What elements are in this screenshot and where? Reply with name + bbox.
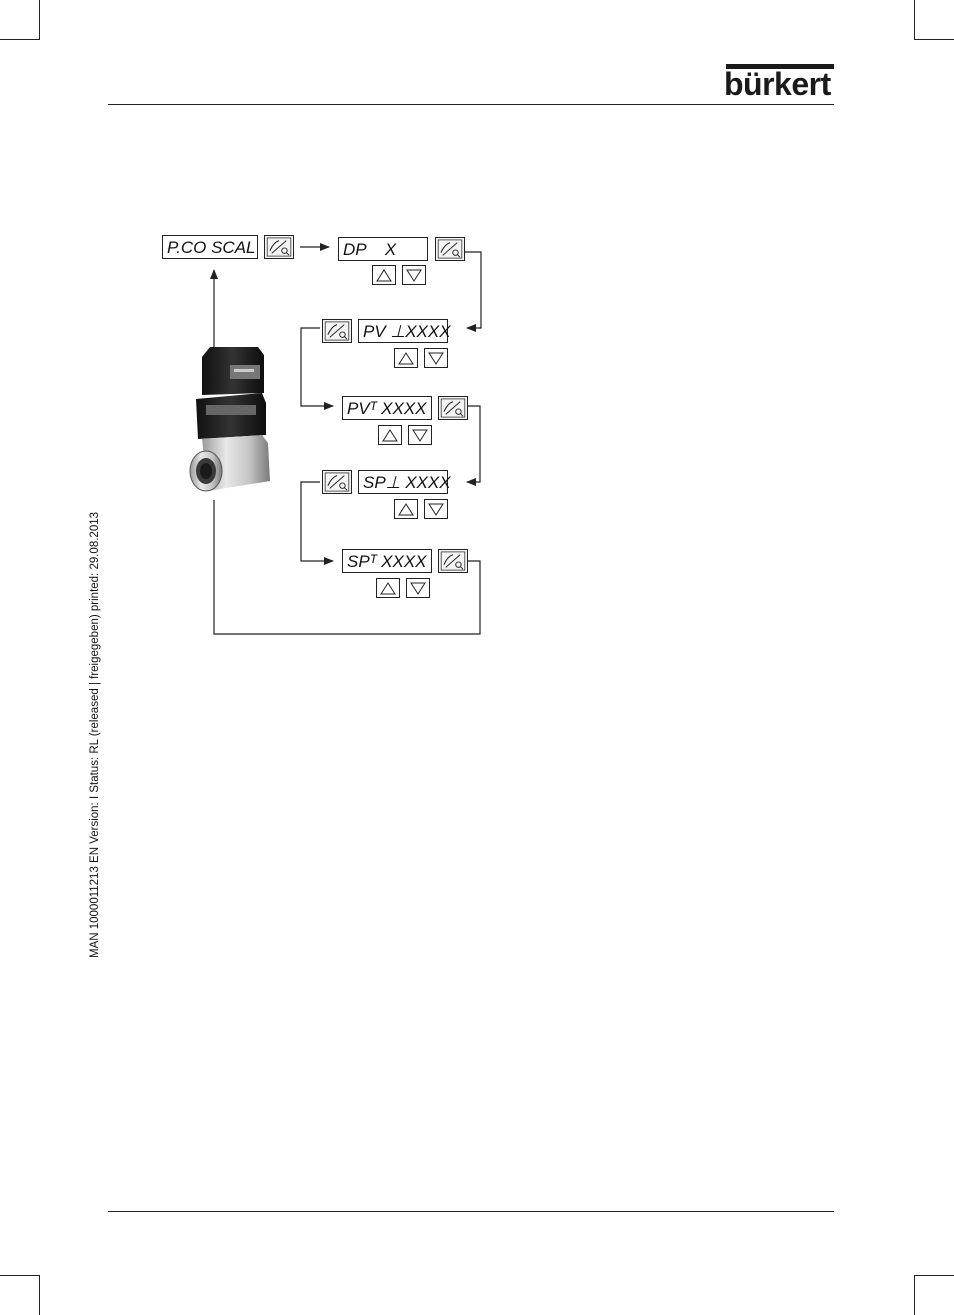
triangle-up-icon[interactable] bbox=[378, 425, 402, 445]
flow-transmitter-image bbox=[188, 343, 272, 498]
triangle-up-icon[interactable] bbox=[394, 499, 418, 519]
enter-key-icon[interactable] bbox=[322, 470, 352, 494]
lcd-sp-low: SP⊥ XXXX bbox=[358, 470, 448, 494]
enter-key-icon[interactable] bbox=[435, 237, 465, 261]
lcd-p-co-scal: P.CO SCAL bbox=[162, 235, 258, 259]
triangle-down-icon[interactable] bbox=[402, 265, 426, 285]
triangle-down-icon[interactable] bbox=[424, 499, 448, 519]
enter-key-icon[interactable] bbox=[322, 319, 352, 343]
lcd-sp-high: SPᵀ XXXX bbox=[342, 549, 432, 573]
triangle-down-icon[interactable] bbox=[406, 578, 430, 598]
lcd-pv-low: PV ⊥XXXX bbox=[358, 319, 448, 343]
enter-key-icon[interactable] bbox=[264, 235, 294, 259]
triangle-up-icon[interactable] bbox=[372, 265, 396, 285]
triangle-up-icon[interactable] bbox=[394, 348, 418, 368]
lcd-dp: DP X bbox=[338, 237, 428, 261]
lcd-pv-high: PVᵀ XXXX bbox=[342, 396, 432, 420]
enter-key-icon[interactable] bbox=[438, 549, 468, 573]
triangle-up-icon[interactable] bbox=[376, 578, 400, 598]
enter-key-icon[interactable] bbox=[438, 396, 468, 420]
triangle-down-icon[interactable] bbox=[408, 425, 432, 445]
triangle-down-icon[interactable] bbox=[424, 348, 448, 368]
